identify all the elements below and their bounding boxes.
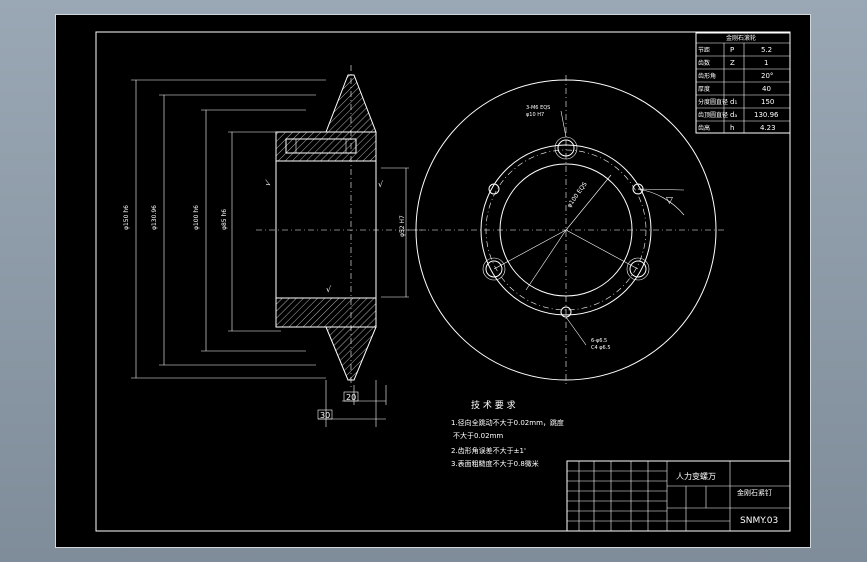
param-val: 4.23 [760,124,776,132]
svg-text:C4 φ6.5: C4 φ6.5 [591,345,611,351]
svg-text:φ100 h6: φ100 h6 [193,205,200,230]
dim-width-20: 20 [346,393,356,402]
param-name: 厚度 [698,85,710,93]
svg-text:φ10 H7: φ10 H7 [526,112,544,118]
svg-text:φ85 h6: φ85 h6 [221,209,228,230]
param-val: 130.96 [754,111,779,119]
hole-note-bottom: 6-φ6.5 [591,338,607,344]
param-val: 150 [761,98,774,106]
svg-text:√: √ [263,178,274,188]
drawing-number: SNMY.03 [740,516,778,526]
tech-req-line: 2.齿形角误差不大于±1' [451,446,526,455]
tech-req-line: 3.表面粗糙度不大于0.8微米 [451,459,539,468]
param-val: 20° [761,72,773,80]
param-name: 齿形角 [698,72,716,80]
drawing-frame [95,31,791,532]
front-view: ▽ 3-M6 EQS φ10 H7 6-φ6.5 C4 φ6.5 φ100 EQ… [406,75,726,385]
title-block: 人力变螺万 金刚石紧钉 SNMY.03 [566,460,791,532]
param-sym: d₁ [730,98,737,106]
param-name: 分度圆直径 [698,98,728,106]
param-val: 1 [764,59,768,67]
param-name: 节距 [698,46,710,54]
svg-text:√: √ [378,180,384,189]
svg-text:φ52 H7: φ52 H7 [399,215,406,237]
hole-note-top: 3-M6 EQS [526,105,550,111]
param-sym: Z [730,59,735,67]
tech-req-title: 技 术 要 求 [471,399,516,411]
svg-text:φ150 h6: φ150 h6 [123,205,130,230]
param-val: 5.2 [761,46,772,54]
tech-req-line: 1.径向全跳动不大于0.02mm，跳度 [451,418,564,427]
param-table-header: 金刚石滚轮 [726,34,756,42]
cad-drawing: φ150 h6 φ130.96 φ100 h6 φ85 h6 φ52 H7 √ … [95,31,791,532]
param-table: 金刚石滚轮 节距 P 5.2 齿数 Z 1 齿形角 20° 厚度 40 分度圆直… [695,32,791,134]
section-view: φ150 h6 φ130.96 φ100 h6 φ85 h6 φ52 H7 √ … [123,65,426,427]
svg-text:φ130.96: φ130.96 [151,205,158,230]
param-name: 齿数 [698,59,710,67]
param-sym: dₐ [730,111,737,119]
dim-width-30: 30 [320,411,330,420]
drawing-name: 金刚石紧钉 [737,488,772,497]
param-name: 齿顶圆直径 [698,111,728,119]
company-name: 人力变螺万 [676,471,716,481]
param-val: 40 [762,85,771,93]
param-sym: h [730,124,734,132]
svg-text:φ100 EQS: φ100 EQS [566,181,589,209]
drawing-viewport[interactable]: φ150 h6 φ130.96 φ100 h6 φ85 h6 φ52 H7 √ … [55,14,811,548]
svg-text:▽: ▽ [666,196,673,206]
param-sym: P [730,46,734,54]
tech-requirements: 技 术 要 求 1.径向全跳动不大于0.02mm，跳度 不大于0.02mm 2.… [451,399,564,468]
tech-req-line: 不大于0.02mm [453,431,503,440]
param-name: 齿高 [698,124,710,132]
svg-text:√: √ [326,285,332,294]
